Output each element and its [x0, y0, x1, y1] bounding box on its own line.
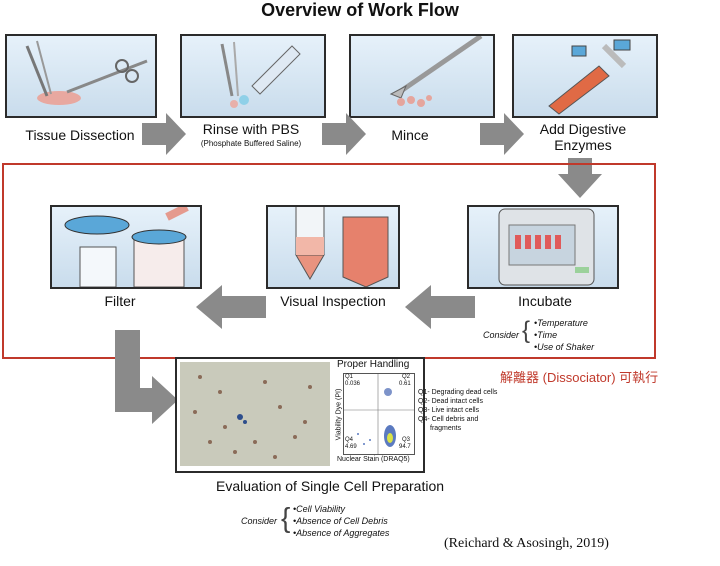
arrow-right-1 [142, 113, 186, 155]
step-label-digestive: Add Digestive [539, 121, 627, 137]
flow-legend-2: Q2- Dead intact cells [418, 398, 483, 405]
flow-title: Proper Handling [337, 359, 410, 370]
incubate-consider-label: Consider [483, 330, 520, 340]
flow-legend-3: Q3- Live intact cells [418, 407, 480, 414]
arrow-right-3 [480, 113, 524, 155]
flow-q4-value: 4.69 [345, 444, 357, 450]
mince-image [349, 34, 495, 118]
tissue-dissection-image [5, 34, 157, 118]
visual-inspection-image [266, 205, 400, 289]
incubate-consider-brace: { [522, 317, 531, 344]
step-label-rinse-sub: (Phosphate Buffered Saline) [200, 139, 302, 148]
incubate-image [467, 205, 619, 289]
flow-q3-value: 94.7 [399, 444, 411, 450]
incubate-consider-item-3: •Use of Shaker [534, 342, 595, 352]
step-label-rinse: Rinse with PBS [202, 121, 300, 137]
incubate-consider-item-1: •Temperature [534, 318, 588, 328]
arrow-right-2 [322, 113, 366, 155]
flow-q1-label: Q1 [345, 374, 354, 380]
eval-consider-label: Consider [241, 516, 278, 526]
arrow-left-2 [405, 285, 475, 329]
micrograph-image [180, 362, 330, 466]
arrow-down-1 [558, 158, 602, 198]
rinse-image [180, 34, 326, 118]
citation: (Reichard & Asosingh, 2019) [444, 536, 609, 551]
evaluation-figure: Proper Handling Viability Dye (PI) Q1 0.… [175, 357, 425, 473]
flow-ylabel: Viability Dye (PI) [335, 388, 343, 441]
eval-consider-brace: { [281, 502, 291, 533]
step-label-visual: Visual Inspection [280, 293, 386, 309]
flow-q2-label: Q2 [402, 374, 411, 380]
eval-consider-item-1: •Cell Viability [293, 504, 346, 514]
step-label-digestive-2: Enzymes [554, 137, 612, 153]
arrow-elbow [115, 330, 178, 424]
digestive-enzymes-image [512, 34, 658, 118]
dissociator-note: 解離器 (Dissociator) 可執行 [500, 370, 659, 385]
step-label-mince: Mince [391, 127, 429, 143]
flow-q1-value: 0.036 [345, 381, 361, 387]
filter-image [50, 205, 202, 289]
flow-q3-label: Q3 [402, 437, 411, 443]
step-label-tissue-dissection: Tissue Dissection [25, 127, 135, 143]
arrow-left-1 [196, 285, 266, 329]
step-label-incubate: Incubate [518, 293, 572, 309]
flow-legend-5: fragments [430, 425, 462, 432]
flow-legend-4: Q4- Cell debris and [418, 416, 479, 423]
flow-xlabel: Nuclear Stain (DRAQ5) [337, 456, 410, 463]
evaluation-label: Evaluation of Single Cell Preparation [215, 478, 445, 494]
diagram-title: Overview of Work Flow [261, 0, 459, 20]
step-label-filter: Filter [104, 293, 136, 309]
flow-plot-area [343, 373, 415, 455]
flow-legend-1: Q1- Degrading dead cells [418, 389, 498, 396]
eval-consider-item-3: •Absence of Aggregates [293, 528, 390, 538]
flow-q4-label: Q4 [345, 437, 354, 443]
eval-consider-item-2: •Absence of Cell Debris [293, 516, 388, 526]
incubate-consider-item-2: •Time [534, 330, 558, 340]
flow-q2-value: 0.61 [399, 381, 411, 387]
